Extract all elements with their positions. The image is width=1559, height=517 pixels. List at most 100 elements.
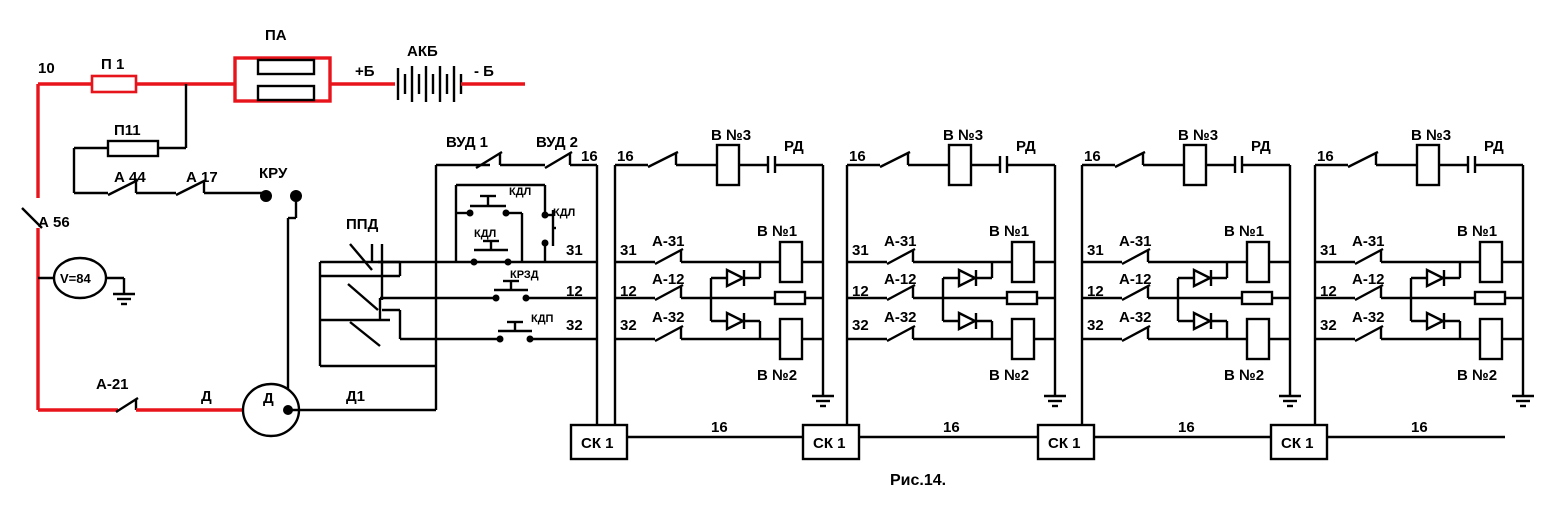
contact-a32: [1354, 324, 1384, 343]
label-a32: А-32: [1352, 309, 1385, 326]
resistor: [1473, 290, 1507, 306]
label-16: 16: [1084, 148, 1101, 165]
label-kdp: КДП: [531, 313, 554, 325]
label-wire-31: 31: [566, 242, 583, 259]
label-31: 31: [620, 242, 637, 259]
battery-akb: [396, 66, 463, 102]
label-wire-16: 16: [581, 148, 598, 165]
label-a31: А-31: [884, 233, 917, 250]
label-a32: А-32: [884, 309, 917, 326]
diode-2: [1425, 311, 1446, 331]
coil-b1: [1010, 240, 1036, 284]
contact-a12: [654, 283, 684, 302]
label-a32: А-32: [1119, 309, 1152, 326]
p11-branch: [72, 84, 302, 410]
fuse-p11: [106, 139, 160, 158]
label-a12: А-12: [1119, 271, 1152, 288]
label-31: 31: [852, 242, 869, 259]
label-contact-a17: А 17: [186, 169, 218, 186]
contact-16: [1114, 150, 1146, 169]
label-krzd: КРЗД: [510, 269, 539, 281]
label-voltmeter: V=84: [60, 271, 91, 286]
label-a31: А-31: [652, 233, 685, 250]
label-coil-b2: В №2: [989, 367, 1029, 384]
label-12: 12: [1320, 283, 1337, 300]
label-a32: А-32: [652, 309, 685, 326]
diode-2: [957, 311, 978, 331]
label-coil-b3: В №3: [711, 127, 751, 144]
labels: 10 П 1 ПА АКБ +Б - Б П11 А 44 А 17 КРУ А…: [38, 27, 946, 489]
label-coil-b2: В №2: [757, 367, 797, 384]
label-rd: РД: [1016, 138, 1036, 155]
label-16: 16: [617, 148, 634, 165]
label-bus-16: 16: [1411, 419, 1428, 436]
coil-b3: [1415, 143, 1441, 187]
label-wire-10: 10: [38, 60, 55, 77]
power-circuit: [21, 56, 525, 414]
label-wire-12: 12: [566, 283, 583, 300]
label-vud2: ВУД 2: [536, 134, 578, 151]
contact-a12: [886, 283, 916, 302]
label-coil-b3: В №3: [943, 127, 983, 144]
label-fuse-p1: П 1: [101, 56, 124, 73]
label-32: 32: [1087, 317, 1104, 334]
sk-box: [569, 423, 629, 461]
label-kdl-2: КДЛ: [553, 207, 575, 219]
label-plus: +Б: [355, 63, 375, 80]
label-a12: А-12: [1352, 271, 1385, 288]
kru-terminal-left: [260, 190, 272, 202]
label-coil-b1: В №1: [757, 223, 797, 240]
label-coil-b1: В №1: [989, 223, 1029, 240]
label-contact-a44: А 44: [114, 169, 146, 186]
figure-caption: Рис.14.: [890, 472, 946, 489]
contact-vud2: [544, 150, 573, 170]
contact-16: [1347, 150, 1379, 169]
contact-16: [647, 150, 679, 169]
label-coil-b1: В №1: [1224, 223, 1264, 240]
contact-vud1: [475, 150, 503, 170]
label-contact-a21: А-21: [96, 376, 129, 393]
diode-1: [725, 268, 746, 288]
contact-a56: [21, 207, 43, 229]
contact-16: [879, 150, 911, 169]
label-sk: СК 1: [1281, 435, 1314, 452]
diode-2: [725, 311, 746, 331]
label-31: 31: [1087, 242, 1104, 259]
contact-a31: [654, 247, 684, 266]
label-kdl-1: КДЛ: [509, 186, 531, 198]
control-circuit: [320, 150, 599, 425]
label-wire-32: 32: [566, 317, 583, 334]
label-battery: АКБ: [407, 43, 438, 60]
label-coil-b2: В №2: [1457, 367, 1497, 384]
label-32: 32: [620, 317, 637, 334]
coil-b1: [778, 240, 804, 284]
contact-a32: [654, 324, 684, 343]
pump-sections: 16 В №3 РД 31 А-31 В №1 12 А-12 32 А-32 В №2 СК 1 16…: [569, 127, 1534, 461]
coil-b2: [1010, 317, 1036, 361]
label-kdl-3: КДЛ: [474, 228, 496, 240]
label-vud1: ВУД 1: [446, 134, 488, 151]
label-12: 12: [852, 283, 869, 300]
label-ppd: ППД: [346, 216, 379, 233]
coil-b3: [1182, 143, 1208, 187]
sk-box: [801, 423, 861, 461]
contact-a12: [1354, 283, 1384, 302]
fuse-pa-frame: [233, 56, 332, 103]
fuse-pa-upper: [256, 58, 316, 76]
coil-b2: [778, 317, 804, 361]
diode-1: [1192, 268, 1213, 288]
contact-a32: [1121, 324, 1151, 343]
contact-a31: [1121, 247, 1151, 266]
diode-1: [957, 268, 978, 288]
label-12: 12: [1087, 283, 1104, 300]
label-fuse-pa: ПА: [265, 27, 287, 44]
contact-a44: [107, 178, 139, 197]
label-12: 12: [620, 283, 637, 300]
label-wire-d: Д: [201, 388, 212, 405]
label-rd: РД: [784, 138, 804, 155]
contact-a31: [1354, 247, 1384, 266]
